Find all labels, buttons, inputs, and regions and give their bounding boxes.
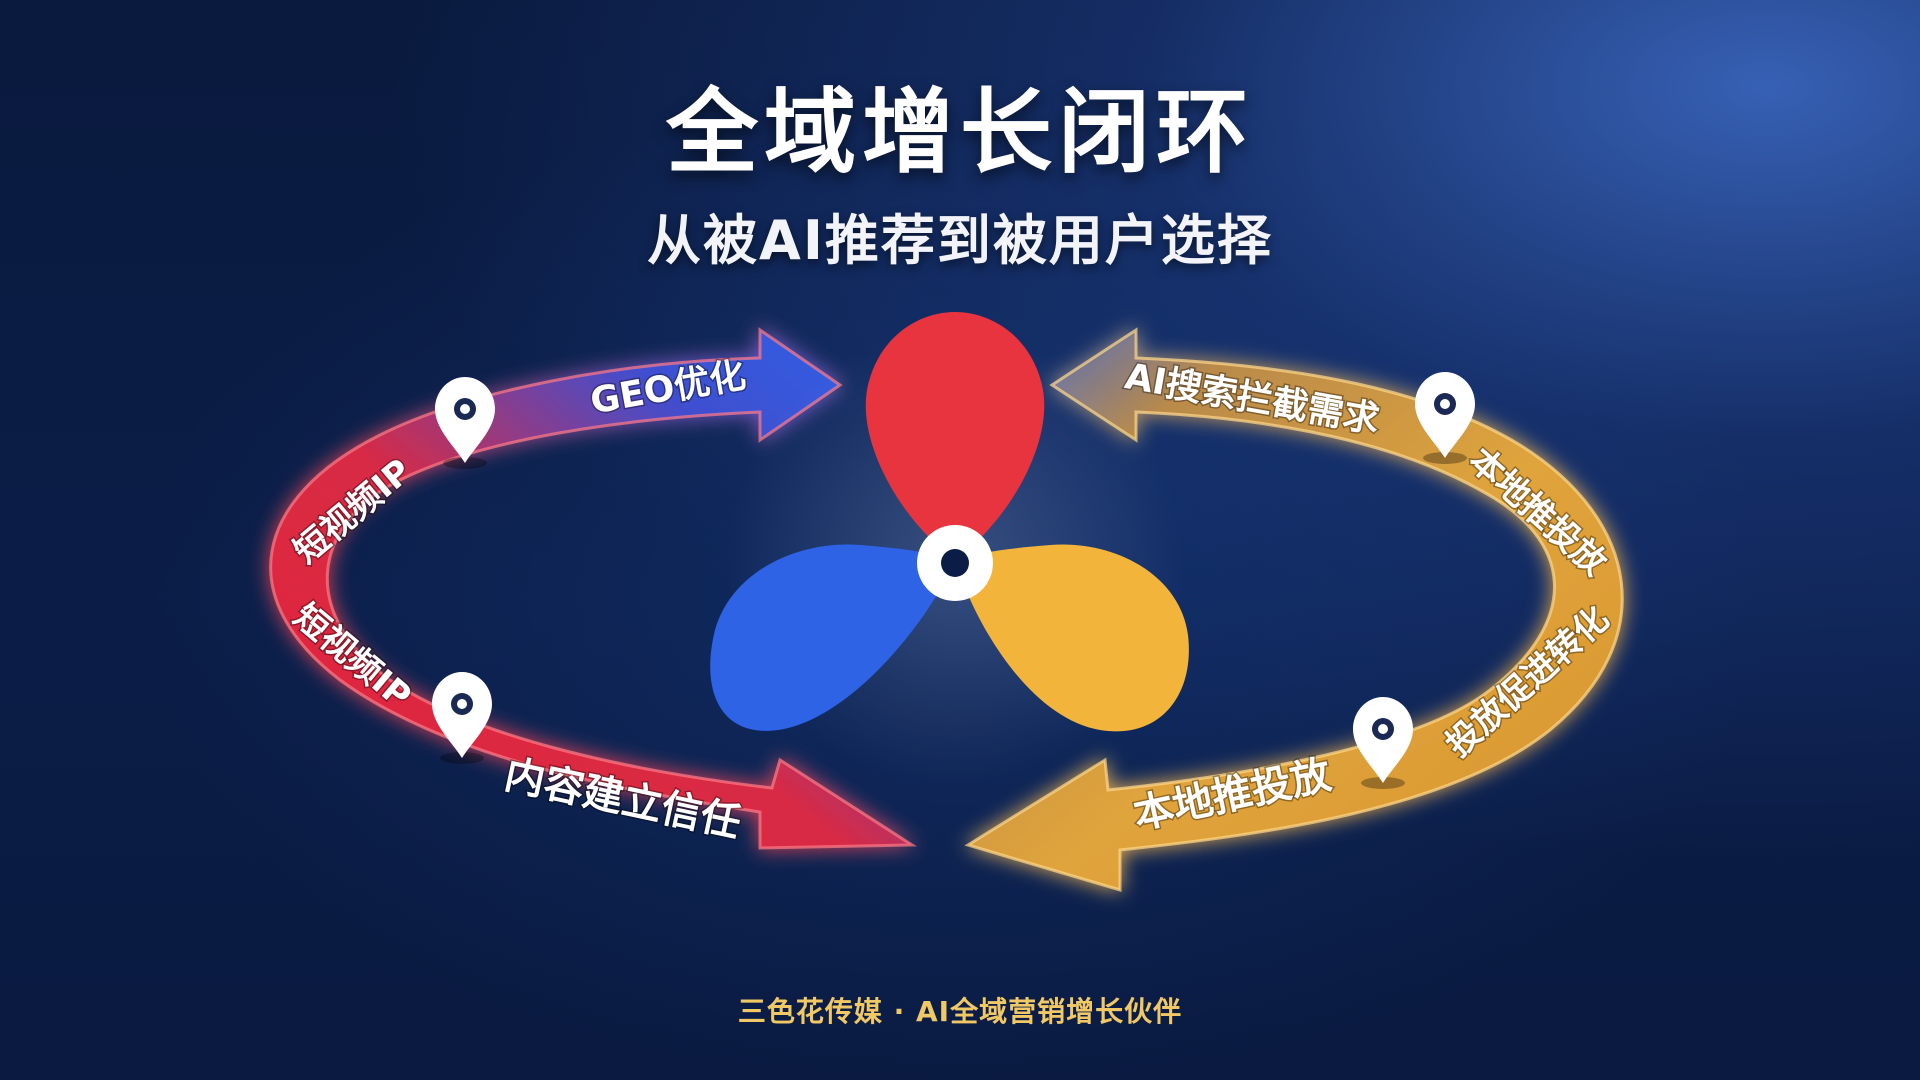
location-pin-icon (1353, 697, 1413, 789)
location-pin-icon (432, 672, 492, 764)
logo-petal-yellow (955, 544, 1189, 732)
page-title: 全域增长闭环 (665, 79, 1254, 186)
location-pin-icon (1415, 372, 1475, 464)
label-short-video-lower: 短视频IP (286, 596, 419, 716)
location-pin-icon (435, 377, 495, 469)
left-loop-arrow (269, 327, 917, 850)
footer-tagline: 三色花传媒 · AI全域营销增长伙伴 (737, 995, 1183, 1028)
logo-petal-red (865, 312, 1045, 560)
tri-petal-logo (710, 312, 1189, 790)
right-loop-arrow (964, 327, 1624, 893)
page-subtitle: 从被AI推荐到被用户选择 (647, 209, 1273, 272)
logo-petal-blue (710, 544, 955, 731)
